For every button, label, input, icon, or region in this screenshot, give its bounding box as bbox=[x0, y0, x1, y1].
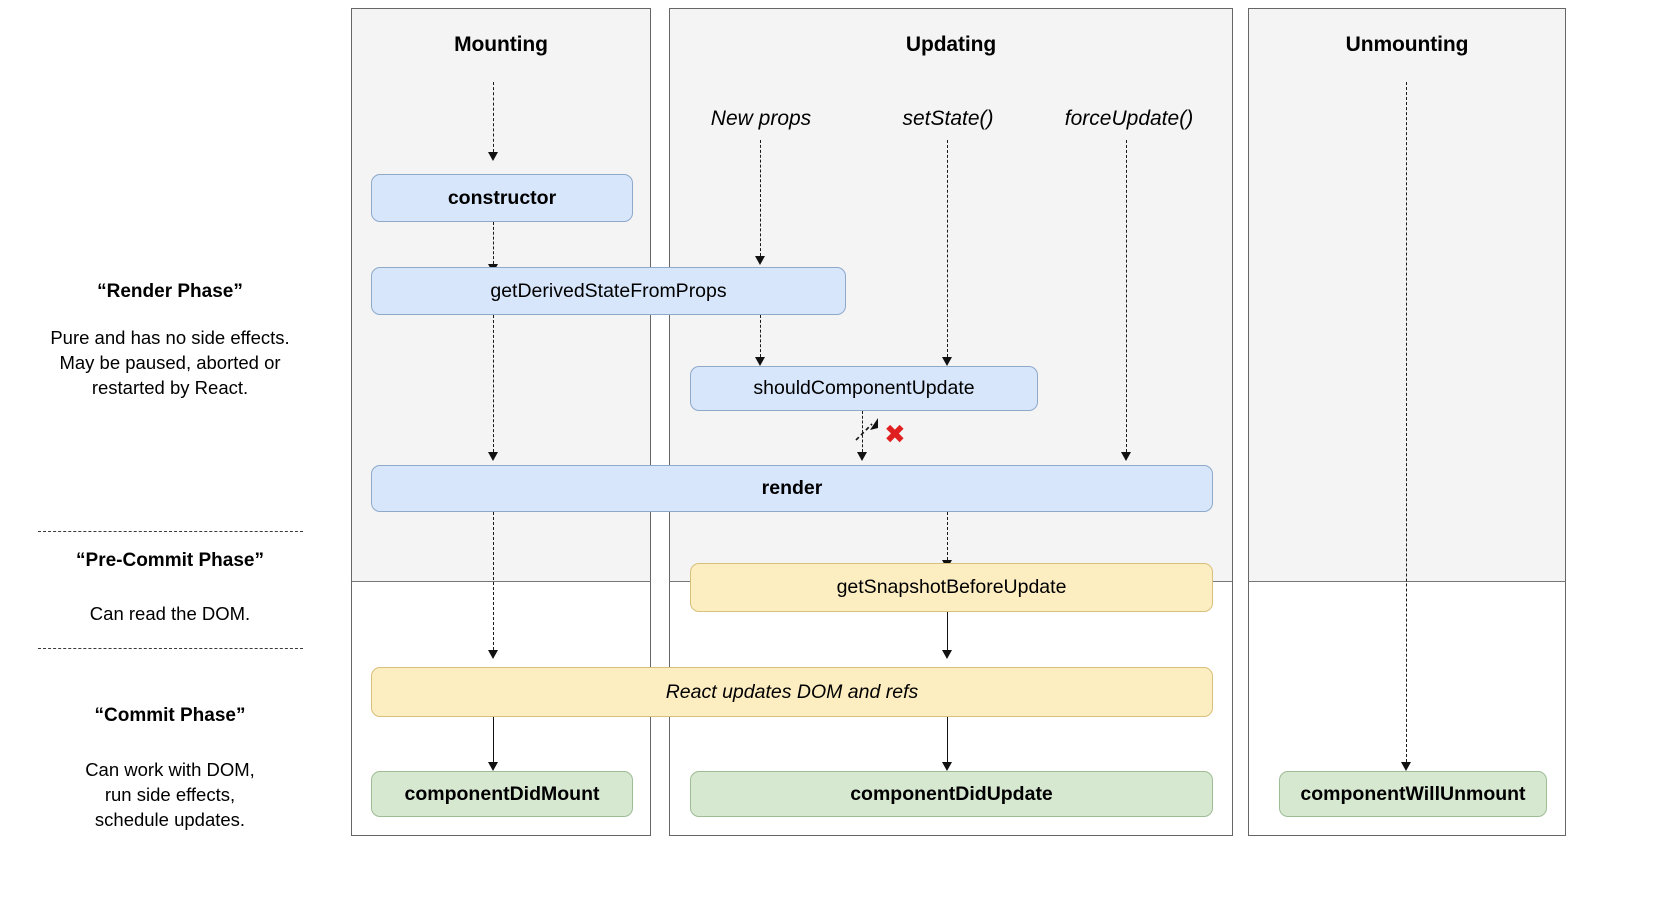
arrowhead-force-update-to-render bbox=[1121, 452, 1131, 461]
phase-body-commit: Can work with DOM, run side effects, sch… bbox=[85, 759, 255, 830]
arrowhead-to-scu-left bbox=[755, 357, 765, 366]
arrowhead-to-will-unmount bbox=[1401, 762, 1411, 771]
connector-dom-to-did-mount bbox=[493, 717, 494, 762]
phase-body-render: Pure and has no side effects. May be pau… bbox=[50, 327, 290, 398]
arrowhead-set-state-to-scu bbox=[942, 357, 952, 366]
connector-render-to-snapshot bbox=[947, 512, 948, 560]
lifecycle-box-get-derived-state-from-props[interactable]: getDerivedStateFromProps bbox=[371, 267, 846, 315]
lifecycle-box-component-did-mount[interactable]: componentDidMount bbox=[371, 771, 633, 817]
phase-divider-top bbox=[38, 531, 303, 532]
connector-force-update bbox=[1126, 140, 1127, 452]
arrowhead-to-constructor bbox=[488, 152, 498, 161]
phase-heading-render: “Render Phase” bbox=[97, 281, 243, 302]
skip-render-x-icon: ✖ bbox=[884, 420, 906, 450]
phase-heading-commit: “Commit Phase” bbox=[94, 705, 246, 726]
lifecycle-box-component-will-unmount[interactable]: componentWillUnmount bbox=[1279, 771, 1547, 817]
column-title-updating: Updating bbox=[905, 33, 997, 56]
phase-divider-bottom bbox=[38, 648, 303, 649]
connector-scu-skip-branch bbox=[855, 418, 878, 441]
arrowhead-to-did-update bbox=[942, 762, 952, 771]
connector-set-state bbox=[947, 140, 948, 357]
connector-mounting-start bbox=[493, 82, 494, 152]
lifecycle-box-render[interactable]: render bbox=[371, 465, 1213, 512]
phase-heading-pre-commit: “Pre-Commit Phase” bbox=[76, 550, 264, 571]
arrowhead-scu-to-render bbox=[857, 452, 867, 461]
column-title-mounting: Mounting bbox=[454, 33, 548, 56]
trigger-label-force-update: forceUpdate() bbox=[1064, 107, 1194, 130]
lifecycle-box-constructor[interactable]: constructor bbox=[371, 174, 633, 222]
connector-dom-to-did-update bbox=[947, 717, 948, 762]
arrowhead-to-dom-mounting bbox=[488, 650, 498, 659]
column-title-unmounting: Unmounting bbox=[1345, 33, 1469, 56]
trigger-label-new-props: New props bbox=[710, 107, 812, 130]
connector-new-props bbox=[760, 140, 761, 256]
arrowhead-new-props-to-gdsfp bbox=[755, 256, 765, 265]
connector-gdsfp-to-scu bbox=[760, 315, 761, 357]
lifecycle-box-component-did-update[interactable]: componentDidUpdate bbox=[690, 771, 1213, 817]
lifecycle-box-react-updates-dom-and-refs[interactable]: React updates DOM and refs bbox=[371, 667, 1213, 717]
connector-constructor-to-gdsfp bbox=[493, 222, 494, 264]
arrowhead-to-render-mounting bbox=[488, 452, 498, 461]
column-shade-unmounting bbox=[1248, 8, 1566, 582]
connector-render-to-dom-mounting bbox=[493, 512, 494, 650]
connector-gdsfp-to-render bbox=[493, 315, 494, 452]
lifecycle-box-get-snapshot-before-update[interactable]: getSnapshotBeforeUpdate bbox=[690, 563, 1213, 612]
connector-snapshot-to-dom bbox=[947, 612, 948, 650]
arrowhead-snapshot-to-dom bbox=[942, 650, 952, 659]
connector-scu-to-render bbox=[862, 411, 863, 452]
phase-body-pre-commit: Can read the DOM. bbox=[89, 603, 251, 624]
arrowhead-to-did-mount bbox=[488, 762, 498, 771]
lifecycle-box-should-component-update[interactable]: shouldComponentUpdate bbox=[690, 366, 1038, 411]
connector-unmounting bbox=[1406, 82, 1407, 762]
trigger-label-set-state: setState() bbox=[902, 107, 994, 130]
